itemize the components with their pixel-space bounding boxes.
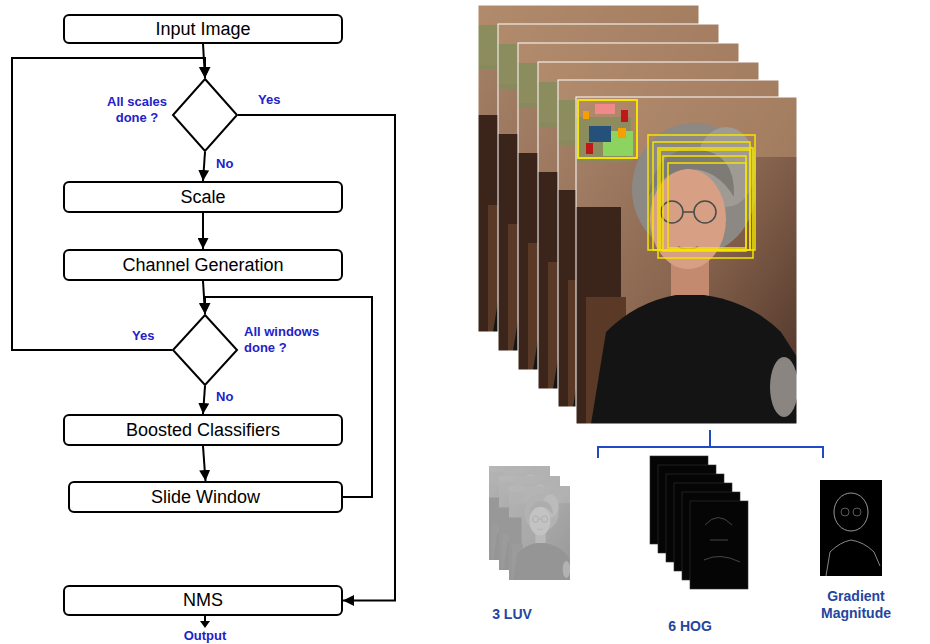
luv-channels xyxy=(489,466,570,580)
flow-arrow xyxy=(203,446,206,481)
flow-arrow xyxy=(202,213,204,249)
decision-diamond: All scales done ? xyxy=(172,78,238,152)
box-text: Boosted Classifiers xyxy=(126,420,280,441)
branch-label: Yes xyxy=(258,92,280,108)
process-box: Slide Window xyxy=(68,481,343,513)
process-box: Channel Generation xyxy=(63,249,343,281)
branch-label: No xyxy=(216,389,233,405)
flow-arrow xyxy=(205,297,372,497)
process-box: Input Image xyxy=(63,14,343,44)
channel-label: Gradient Magnitude xyxy=(810,588,902,622)
process-box: Boosted Classifiers xyxy=(63,414,343,446)
box-text: Slide Window xyxy=(151,487,260,508)
process-box: Scale xyxy=(63,181,343,213)
image-pyramid xyxy=(478,5,798,424)
decision-diamond: All windows done ? xyxy=(172,314,238,386)
box-text: NMS xyxy=(183,590,223,611)
process-box: NMS xyxy=(63,585,343,616)
output-label: Output xyxy=(165,628,245,644)
bracket xyxy=(598,430,823,458)
decision-text: All windows done ? xyxy=(244,324,336,355)
box-text: Channel Generation xyxy=(122,255,283,276)
box-text: Input Image xyxy=(155,19,250,40)
diamond-outline xyxy=(172,314,238,386)
flow-arrow xyxy=(203,152,205,181)
output-arrow xyxy=(200,616,210,628)
channel-label: 3 LUV xyxy=(470,606,554,623)
branch-label: Yes xyxy=(132,328,154,344)
decision-text: All scales done ? xyxy=(104,94,170,125)
gradient-magnitude-channel xyxy=(820,480,882,576)
hog-channels xyxy=(650,456,748,589)
channel-label: 6 HOG xyxy=(640,618,740,635)
branch-label: No xyxy=(216,156,233,172)
flow-arrow xyxy=(203,386,205,414)
feature-window xyxy=(578,100,637,158)
diamond-outline xyxy=(172,78,238,152)
detection-boxes xyxy=(648,135,755,258)
box-text: Scale xyxy=(180,187,225,208)
